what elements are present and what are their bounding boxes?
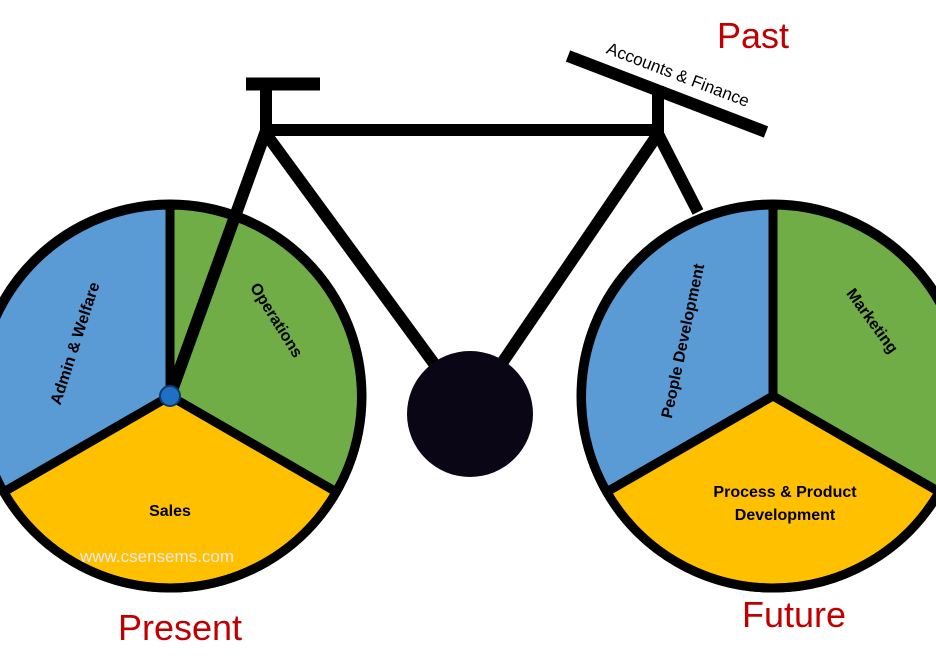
right-wheel-process-label-line1: Process & Product — [713, 484, 857, 501]
right-wheel-rim — [576, 199, 936, 593]
past-label: Past — [717, 15, 789, 56]
right-wheel: People Development Marketing Process & P… — [576, 199, 936, 593]
seat-bar — [565, 50, 769, 138]
future-label: Future — [742, 594, 846, 635]
left-wheel-hub-dot — [159, 385, 181, 407]
left-wheel-sales-label: Sales — [149, 503, 191, 520]
seat-stay — [652, 131, 704, 215]
left-wheel: Admin & Welfare Operations Sales — [0, 199, 367, 593]
watermark-text: www.csensems.com — [79, 547, 234, 566]
right-wheel-process-label-line2: Development — [735, 507, 836, 524]
fork-line — [164, 125, 273, 399]
left-wheel-rim — [0, 199, 367, 593]
present-label: Present — [118, 607, 242, 648]
pedal-chainring — [407, 351, 533, 477]
